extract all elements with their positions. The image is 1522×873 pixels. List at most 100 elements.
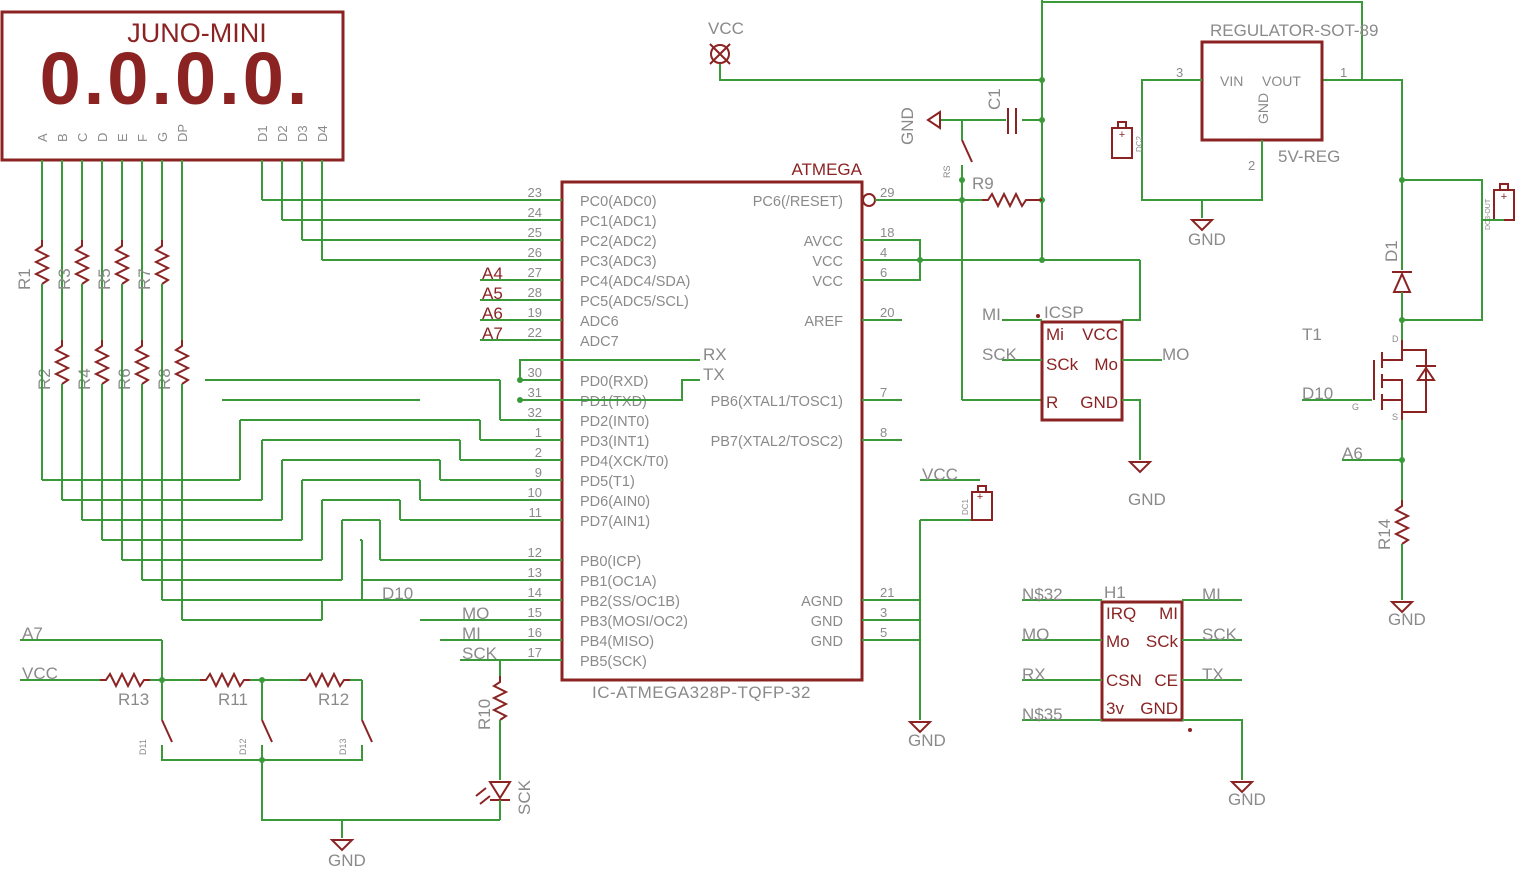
reg-pin-vin: VIN	[1220, 73, 1243, 89]
regulator-name: REGULATOR-SOT-89	[1210, 21, 1378, 40]
display-pin-label: B	[55, 133, 70, 142]
reg-pin-gnd: GND	[1255, 93, 1271, 124]
atmega-pin-number: 1	[535, 425, 542, 440]
atmega-pin-name: PD5(T1)	[580, 474, 635, 490]
atmega-pin-number: 17	[528, 645, 542, 660]
button-ladder: A7 VCC R13 R11 R12 D11 D12 D13	[20, 624, 500, 838]
net-tx: TX	[703, 365, 725, 384]
regulator-value: 5V-REG	[1278, 147, 1340, 166]
atmega-pin-number: 22	[528, 325, 542, 340]
atmega-pin-number: 12	[528, 545, 542, 560]
icsp-net-sck: SCK	[982, 345, 1018, 364]
atmega-pin-name: VCC	[812, 254, 843, 270]
display-pin-label: D1	[255, 125, 270, 142]
atmega-pin-name: PB3(MOSI/OC2)	[580, 614, 688, 630]
atmega-pin-number: 29	[880, 185, 894, 200]
segment-resistors: R1 R3 R5 R7 R2 R4 R6 R8	[15, 240, 191, 390]
display-pin-label: D4	[315, 125, 330, 142]
resistor-r4: R4	[75, 340, 111, 390]
vcc-top-label: VCC	[708, 19, 744, 38]
resistor-r5: R5	[95, 240, 131, 290]
t1-pin-g: G	[1352, 402, 1359, 412]
atmega-pin-name: PC1(ADC1)	[580, 214, 657, 230]
atmega-left-nets: A4 A5 A6 A7 RX TX D10 MO MI SCK	[380, 264, 727, 676]
r4-label: R4	[75, 368, 94, 390]
radio-module-h1: H1 IRQ MI Mo SCk CSN CE 3v GND GND N$32 …	[1022, 583, 1266, 809]
atmega-pin-name: PC4(ADC4/SDA)	[580, 274, 690, 290]
r7-label: R7	[135, 268, 154, 290]
h1-pin-3v: 3v	[1106, 699, 1124, 718]
atmega-pin-number: 4	[880, 245, 887, 260]
h1-pin-gnd: GND	[1140, 699, 1178, 718]
resistor-r1: R1	[15, 240, 51, 290]
h1-net-mi: MI	[1202, 585, 1221, 604]
dc2-label: DC2	[1135, 135, 1144, 152]
rs-label: RS	[942, 165, 952, 178]
h1-pin-csn: CSN	[1106, 671, 1142, 690]
icsp-pin-mi: Mi	[1046, 325, 1064, 344]
atmega-pin-number: 15	[528, 605, 542, 620]
resistor-r6: R6	[115, 340, 151, 390]
atmega-pin-number: 27	[528, 265, 542, 280]
atmega-pin-name: PD3(INT1)	[580, 434, 649, 450]
t1-pin-s: S	[1392, 412, 1398, 422]
atmega-pin-name: PD6(AIN0)	[580, 494, 650, 510]
atmega-pin-number: 19	[528, 305, 542, 320]
atmega-pin-number: 24	[528, 205, 542, 220]
atmega-pin-number: 11	[529, 505, 543, 520]
display-pin-label: G	[155, 132, 170, 142]
h1-net-mo: MO	[1022, 625, 1049, 644]
atmega-pin-name: PD2(INT0)	[580, 414, 649, 430]
gnd-atmega: GND	[908, 731, 946, 750]
atmega-pin-number: 32	[528, 405, 542, 420]
atmega-pin-number: 14	[528, 585, 542, 600]
h1-pin-irq: IRQ	[1106, 604, 1136, 623]
reg-pin-vout: VOUT	[1262, 73, 1301, 89]
h1-net-n32: N$32	[1022, 585, 1063, 604]
r14-label: R14	[1375, 519, 1394, 550]
d1-label: D1	[1382, 240, 1401, 262]
gnd-icsp: GND	[1128, 490, 1166, 509]
r11-label: R11	[218, 690, 248, 709]
display-pin-label: D2	[275, 125, 290, 142]
atmega-pin-number: 25	[528, 225, 542, 240]
net-d10-t1: D10	[1302, 384, 1333, 403]
display-pin-label: A	[35, 133, 50, 142]
svg-text:+: +	[1119, 129, 1125, 141]
net-a6-left: A6	[482, 304, 503, 323]
net-a4: A4	[482, 264, 503, 283]
atmega-pin-name: PD1(TXD)	[580, 394, 647, 410]
icsp-pin-r: R	[1046, 393, 1058, 412]
icsp-pin-gnd: GND	[1080, 393, 1118, 412]
atmega-pin-name: PC3(ADC3)	[580, 254, 657, 270]
atmega-pin-number: 21	[880, 585, 894, 600]
resistor-r7: R7	[135, 240, 171, 290]
icsp-name: ICSP	[1044, 303, 1084, 322]
power-reset-section: VCC C1 GND RS R9	[708, 0, 1363, 401]
reg-pin-num-1: 1	[1340, 65, 1347, 80]
atmega-pin-number: 3	[880, 605, 887, 620]
battery-dc1: + DC1	[961, 485, 993, 521]
dc3-label: DC3-OUT	[1485, 198, 1492, 230]
t1-pin-d: D	[1392, 334, 1399, 344]
atmega-pin-number: 18	[880, 225, 894, 240]
atmega-pin-name: AVCC	[804, 234, 843, 250]
reg-pin-num-3: 3	[1176, 65, 1183, 80]
atmega-pin-name: PB1(OC1A)	[580, 574, 657, 590]
atmega-pin-number: 6	[880, 265, 887, 280]
h1-name: H1	[1104, 583, 1126, 602]
atmega-pin-name: PB2(SS/OC1B)	[580, 594, 680, 610]
net-mi-left: MI	[462, 624, 481, 643]
display-pin-label: D	[95, 133, 110, 142]
h1-pin-mo: Mo	[1106, 632, 1130, 651]
atmega-value: IC-ATMEGA328P-TQFP-32	[592, 683, 811, 702]
resistor-r10: R10	[475, 676, 509, 780]
atmega-name: ATMEGA	[791, 160, 862, 179]
atmega-pin-number: 5	[880, 625, 887, 640]
display-title: JUNO-MINI	[127, 18, 266, 48]
atmega-pin-name: AREF	[804, 314, 843, 330]
atmega-pin-name: PB5(SCK)	[580, 654, 647, 670]
svg-text:+: +	[977, 491, 983, 503]
